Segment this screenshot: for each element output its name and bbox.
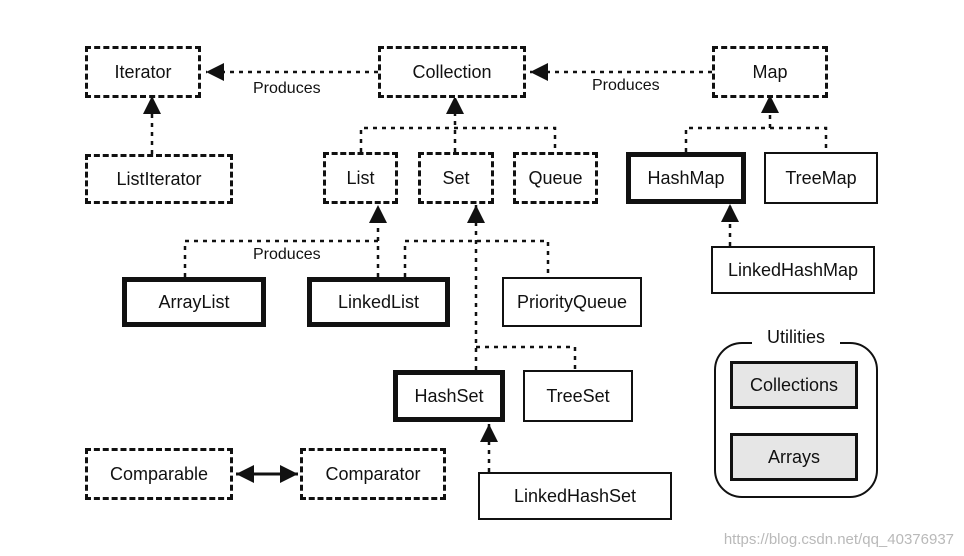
list-to-collection-line	[359, 126, 557, 152]
produces-label-map: Produces	[592, 77, 660, 94]
utilities-title: Utilities	[752, 325, 840, 349]
node-hashmap: HashMap	[626, 152, 746, 204]
node-hashset: HashSet	[393, 370, 505, 422]
node-map: Map	[712, 46, 828, 98]
node-linkedlist: LinkedList	[307, 277, 450, 327]
produces-label-collection: Produces	[253, 80, 321, 97]
node-set: Set	[418, 152, 494, 204]
node-treemap: TreeMap	[764, 152, 878, 204]
node-listiterator: ListIterator	[85, 154, 233, 204]
hashmap-to-map-line	[684, 126, 828, 152]
node-collections: Collections	[730, 361, 858, 409]
node-linkedhashmap: LinkedHashMap	[711, 246, 875, 294]
linkedlist-to-set-line	[403, 239, 550, 277]
node-comparable: Comparable	[85, 448, 233, 500]
watermark: https://blog.csdn.net/qq_40376937	[723, 531, 954, 548]
node-treeset: TreeSet	[523, 370, 633, 422]
node-linkedhashset: LinkedHashSet	[478, 472, 672, 520]
node-queue: Queue	[513, 152, 598, 204]
produces-label-list: Produces	[253, 246, 321, 263]
node-comparator: Comparator	[300, 448, 446, 500]
node-iterator: Iterator	[85, 46, 201, 98]
node-list: List	[323, 152, 398, 204]
node-collection: Collection	[378, 46, 526, 98]
node-priorityqueue: PriorityQueue	[502, 277, 642, 327]
node-arrays: Arrays	[730, 433, 858, 481]
arraylist-to-list-line	[183, 239, 380, 277]
node-arraylist: ArrayList	[122, 277, 266, 327]
treeset-to-set-line	[476, 345, 577, 370]
